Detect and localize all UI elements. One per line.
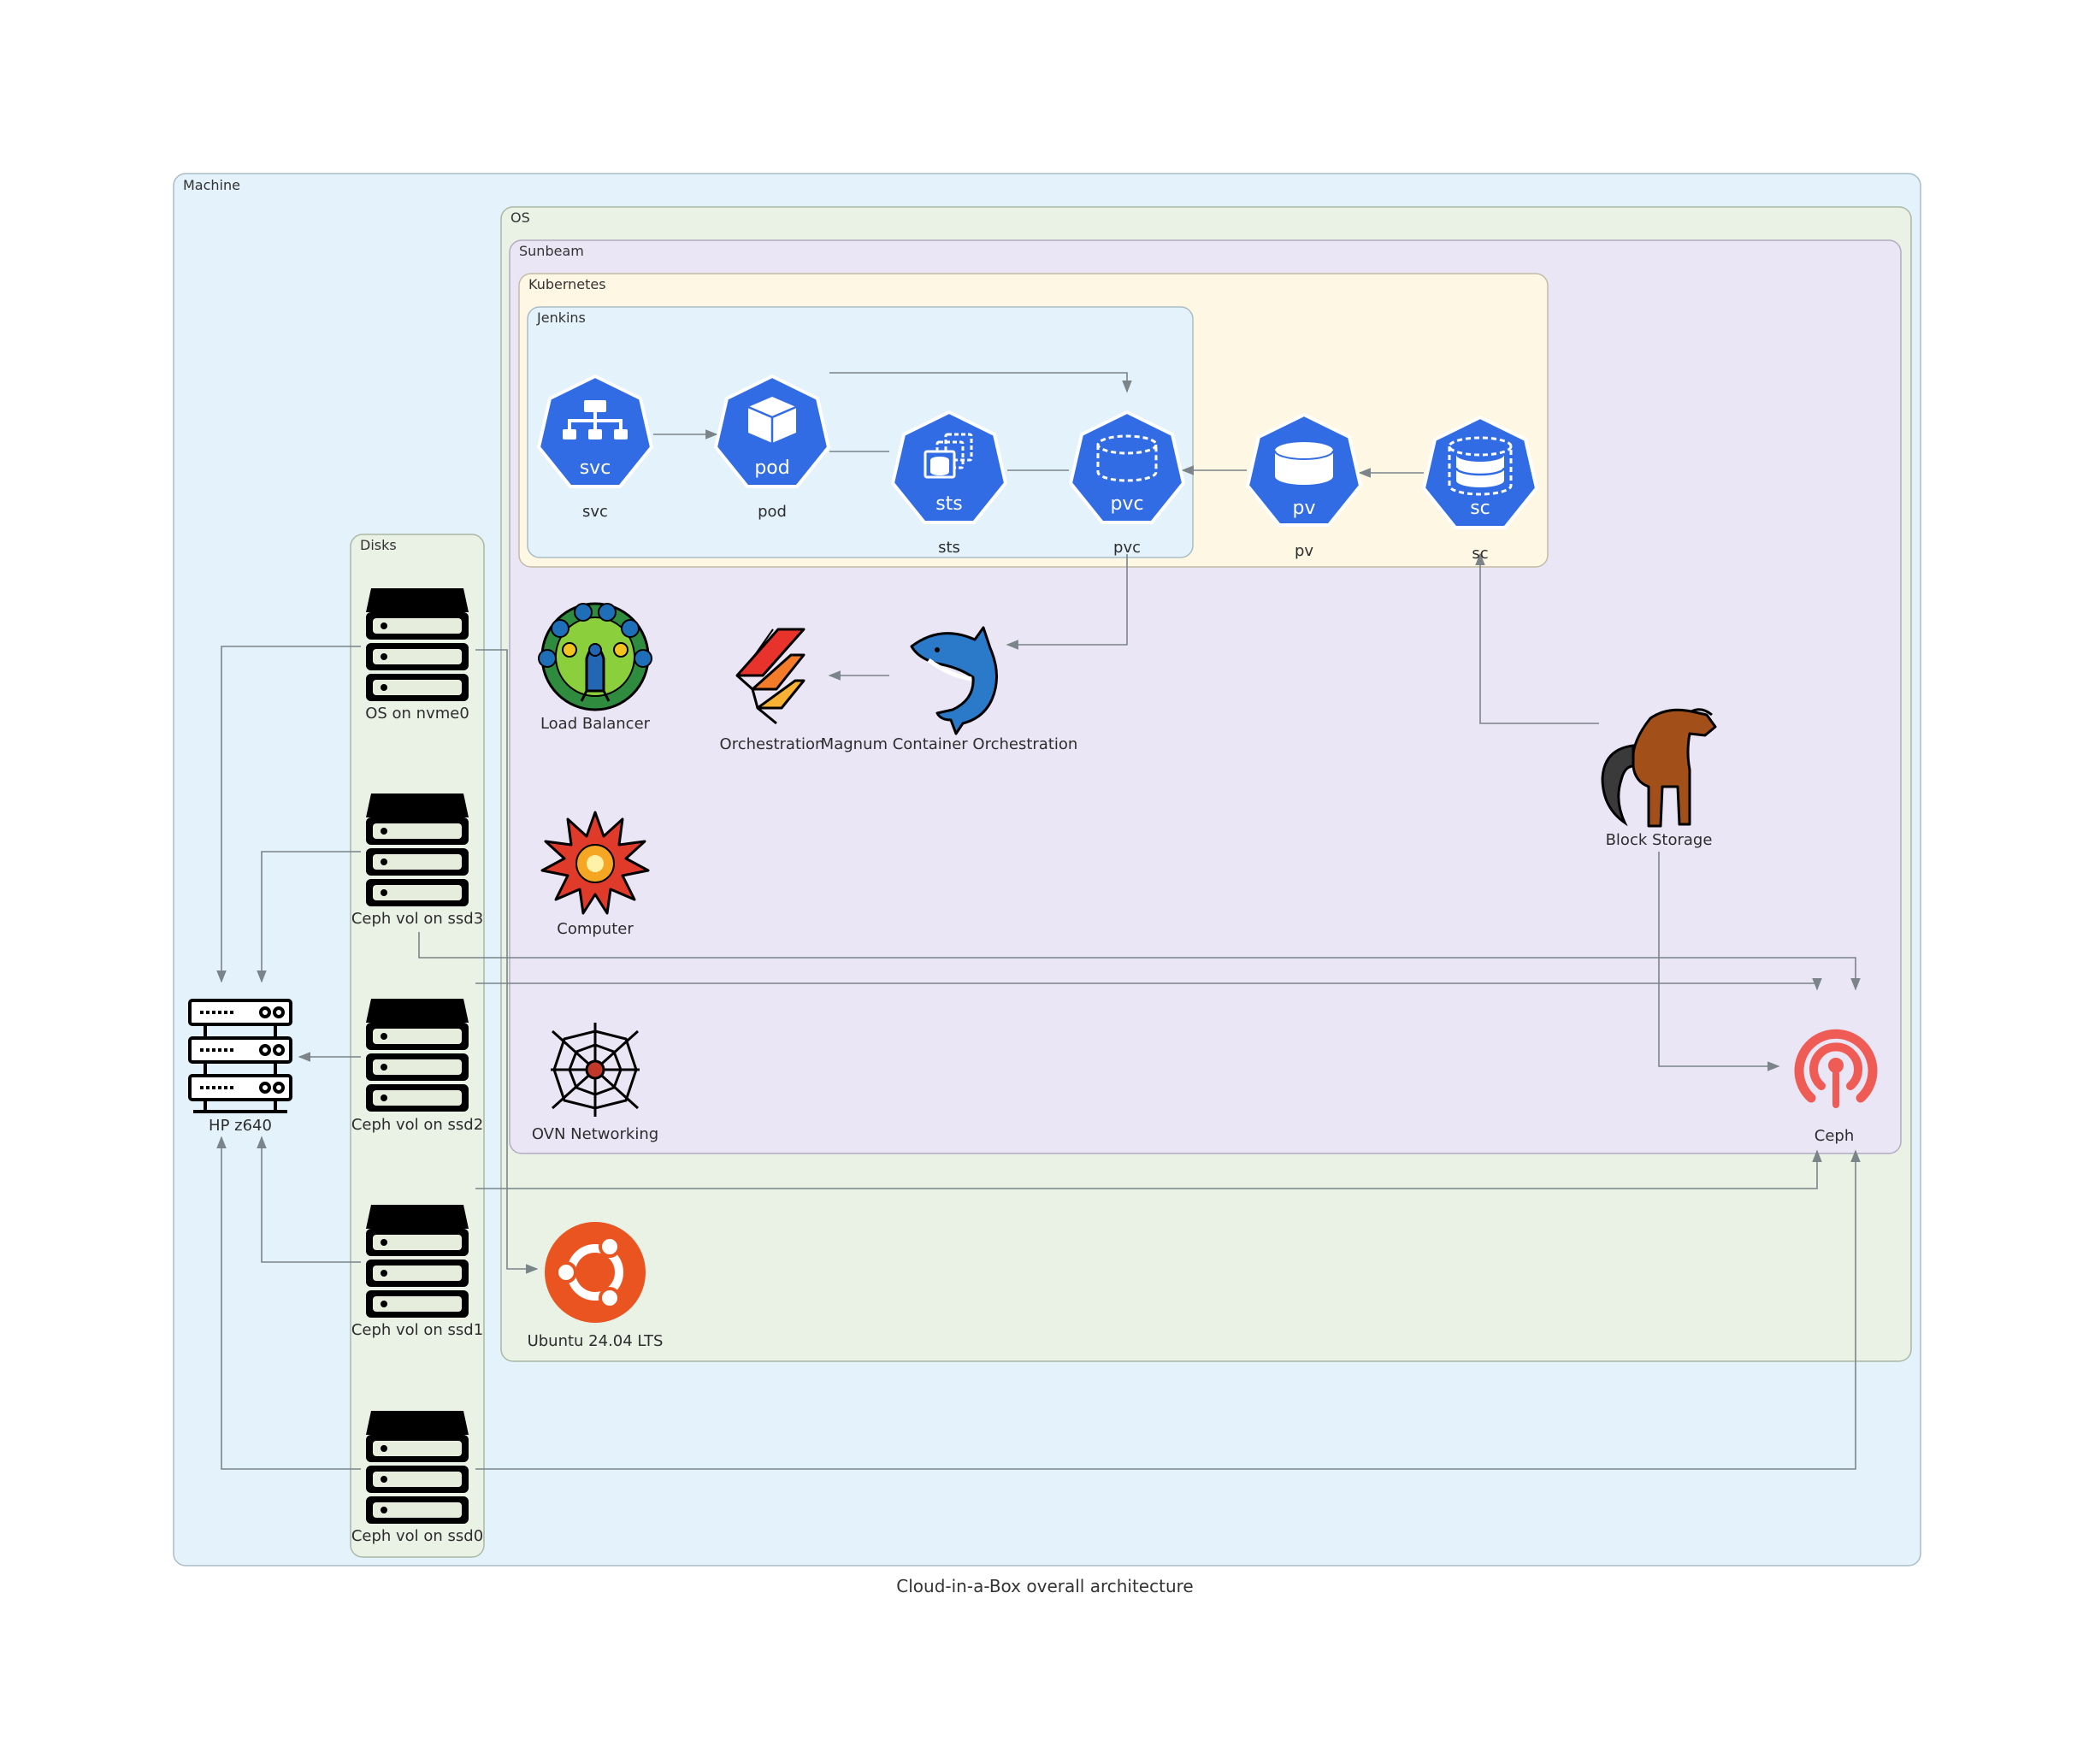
orchestration-label: Orchestration: [720, 735, 825, 753]
disk-icon: [366, 588, 469, 701]
ceph-icon: [1794, 1029, 1878, 1108]
ubuntu-label: Ubuntu 24.04 LTS: [528, 1332, 664, 1350]
edge-blockstorage-sc: [1475, 552, 1599, 724]
edges: [216, 372, 1861, 1470]
node-block-storage: Block Storage: [1601, 708, 1717, 849]
edge-ssd3-hp: [257, 851, 361, 983]
sts-icon-text: sts: [935, 493, 963, 515]
sc-label: sc: [1472, 545, 1488, 563]
cluster-os-label: OS: [510, 209, 530, 226]
disk-nvme0-label: OS on nvme0: [365, 705, 469, 723]
pod-icon-text: pod: [754, 457, 789, 479]
orchestration-icon: [735, 628, 806, 725]
pv-icon-text: pv: [1293, 498, 1316, 519]
edge-nvme0-hp: [216, 646, 361, 983]
edge-nvme0-ubuntu: [475, 649, 539, 1274]
disk-ssd2-label: Ceph vol on ssd2: [351, 1116, 483, 1134]
node-magnum: Magnum Container Orchestration: [821, 626, 1078, 753]
load-balancer-label: Load Balancer: [540, 715, 651, 733]
explosion-icon: [540, 811, 650, 915]
hp-z640-label: HP z640: [209, 1117, 272, 1135]
cluster-machine-label: Machine: [183, 177, 240, 193]
node-orchestration: Orchestration: [720, 628, 825, 753]
cluster-jenkins: Jenkins: [527, 306, 1194, 558]
block-storage-label: Block Storage: [1606, 831, 1713, 849]
cluster-kubernetes-label: Kubernetes: [528, 276, 606, 292]
edge-pod-pvc: [829, 372, 1132, 393]
node-disk-ssd1: Ceph vol on ssd1: [351, 1205, 483, 1339]
sts-label: sts: [938, 539, 960, 557]
edge-ssd0-ceph: [475, 1149, 1861, 1470]
diagram-caption: Cloud-in-a-Box overall architecture: [896, 1576, 1193, 1596]
shark-icon: [910, 626, 998, 735]
sc-icon-text: sc: [1470, 498, 1490, 519]
node-ovn: OVN Networking: [532, 1023, 658, 1143]
node-pv: pv pv: [1246, 413, 1362, 560]
node-disk-ssd0: Ceph vol on ssd0: [351, 1411, 483, 1545]
disk-ssd3-label: Ceph vol on ssd3: [351, 910, 483, 928]
cluster-sunbeam-label: Sunbeam: [519, 243, 584, 259]
svc-icon-text: svc: [580, 457, 611, 479]
edge-ssd0-hp: [216, 1136, 361, 1470]
server-rack-icon: [188, 999, 292, 1113]
spider-web-icon: [551, 1023, 640, 1117]
disk-ssd1-label: Ceph vol on ssd1: [351, 1321, 483, 1339]
disk-ssd0-label: Ceph vol on ssd0: [351, 1527, 483, 1545]
node-pod: pod pod: [714, 375, 830, 521]
svc-label: svc: [582, 503, 608, 521]
pod-label: pod: [758, 503, 787, 521]
cluster-jenkins-label: Jenkins: [536, 310, 586, 326]
node-pvc: pvc pvc: [1069, 410, 1185, 557]
ubuntu-icon: [545, 1222, 646, 1323]
cluster-disks-label: Disks: [360, 537, 397, 553]
disk-icon: [366, 794, 469, 906]
peacock-icon: [538, 602, 652, 711]
edge-pvc-magnum: [1006, 554, 1128, 650]
node-disk-ssd2: Ceph vol on ssd2: [351, 999, 483, 1134]
pvc-icon-text: pvc: [1110, 493, 1143, 515]
node-sc: sc sc: [1422, 416, 1538, 563]
horse-icon: [1601, 708, 1717, 828]
disk-icon: [366, 1411, 469, 1524]
node-ceph: Ceph: [1794, 1029, 1878, 1145]
node-computer: Computer: [540, 811, 650, 938]
edge-blockstorage-ceph: [1658, 852, 1780, 1071]
node-svc: svc svc: [537, 375, 653, 521]
node-ubuntu: Ubuntu 24.04 LTS: [528, 1222, 664, 1350]
edge-ssd2-ceph: [475, 978, 1822, 991]
magnum-label: Magnum Container Orchestration: [821, 735, 1078, 753]
disk-icon: [366, 999, 469, 1112]
node-disk-nvme0: OS on nvme0: [365, 588, 469, 723]
node-hp-z640: HP z640: [188, 999, 292, 1135]
edge-ssd1-hp: [257, 1136, 361, 1263]
edge-ssd1-ceph: [475, 1149, 1822, 1189]
pvc-label: pvc: [1113, 539, 1141, 557]
ceph-label: Ceph: [1815, 1127, 1854, 1145]
computer-label: Computer: [557, 920, 634, 938]
node-load-balancer: Load Balancer: [538, 602, 652, 733]
edge-ssd3-ceph: [418, 932, 1861, 991]
node-disk-ssd3: Ceph vol on ssd3: [351, 794, 483, 928]
ovn-label: OVN Networking: [532, 1125, 658, 1143]
node-sts: sts sts: [891, 410, 1007, 557]
pv-label: pv: [1295, 542, 1313, 560]
disk-icon: [366, 1205, 469, 1318]
